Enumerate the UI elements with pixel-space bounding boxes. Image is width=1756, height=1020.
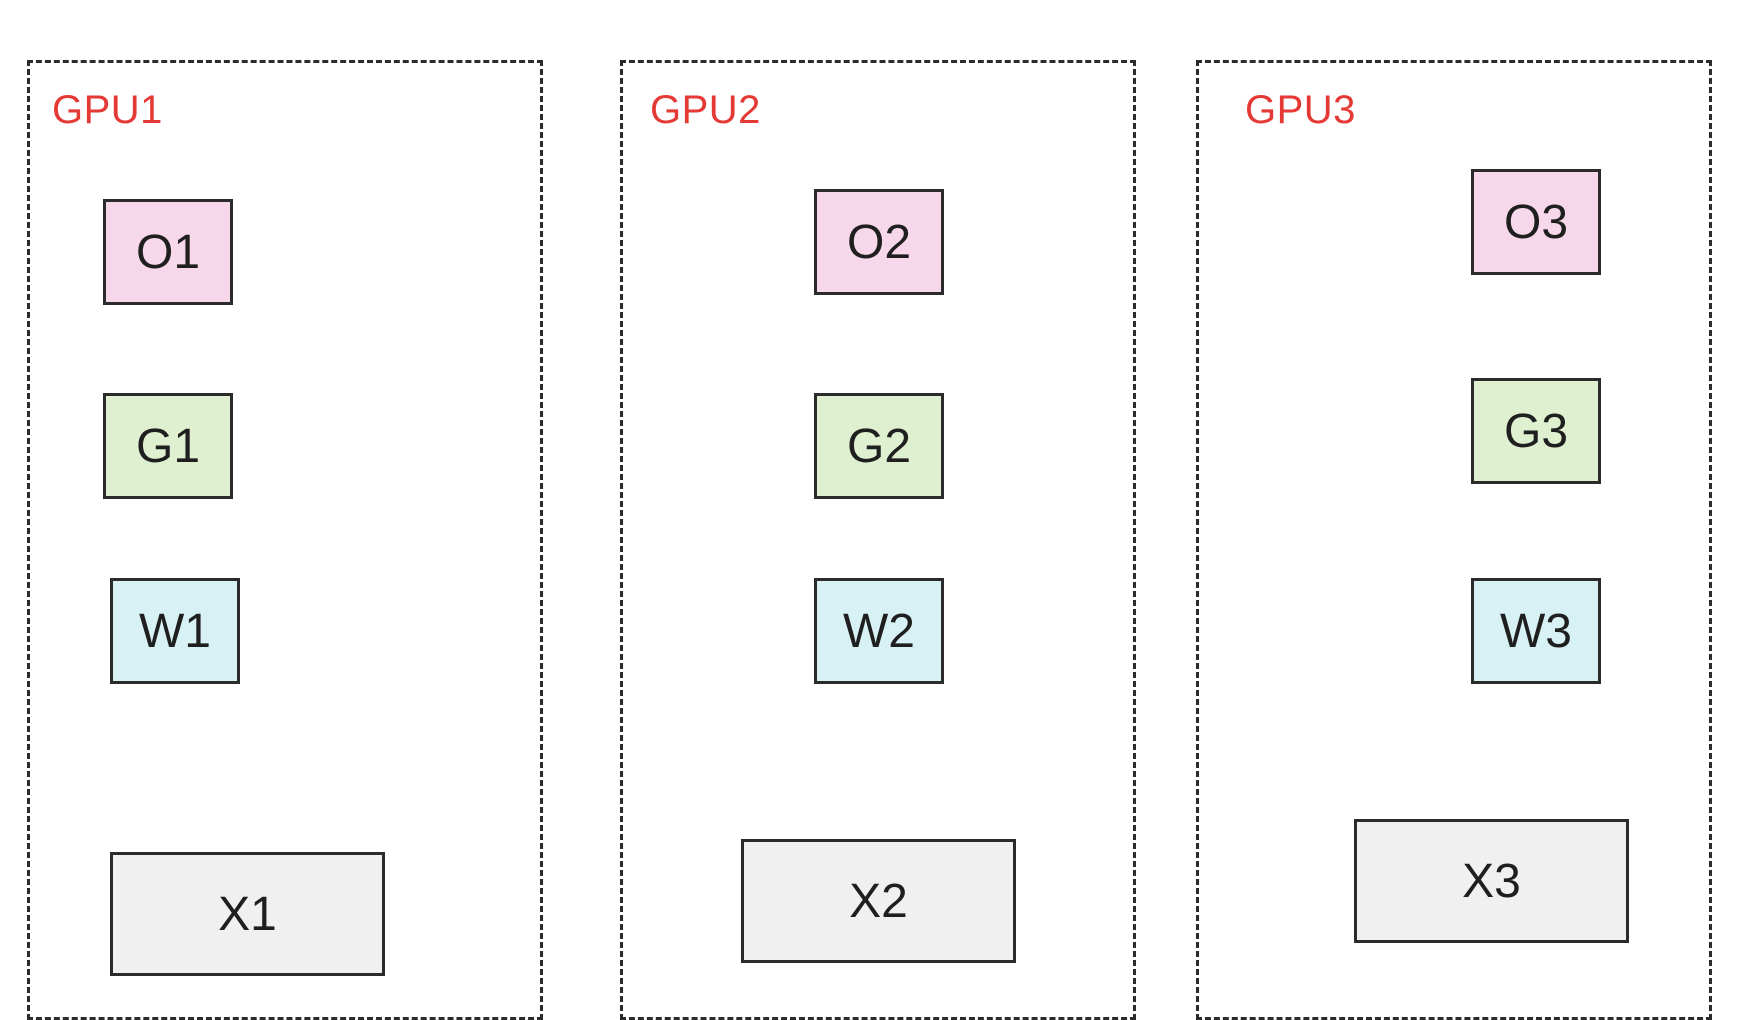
o3-node: O3 xyxy=(1471,169,1601,275)
g2-node: G2 xyxy=(814,393,944,499)
w1-node: W1 xyxy=(110,578,240,684)
w2-node: W2 xyxy=(814,578,944,684)
gpu3-label: GPU3 xyxy=(1245,88,1356,132)
gpu2-label: GPU2 xyxy=(650,88,761,132)
g1-node: G1 xyxy=(103,393,233,499)
o1-node: O1 xyxy=(103,199,233,305)
g3-node: G3 xyxy=(1471,378,1601,484)
o2-node: O2 xyxy=(814,189,944,295)
x3-node: X3 xyxy=(1354,819,1629,943)
w3-node: W3 xyxy=(1471,578,1601,684)
x1-node: X1 xyxy=(110,852,385,976)
gpu1-label: GPU1 xyxy=(52,88,163,132)
x2-node: X2 xyxy=(741,839,1016,963)
